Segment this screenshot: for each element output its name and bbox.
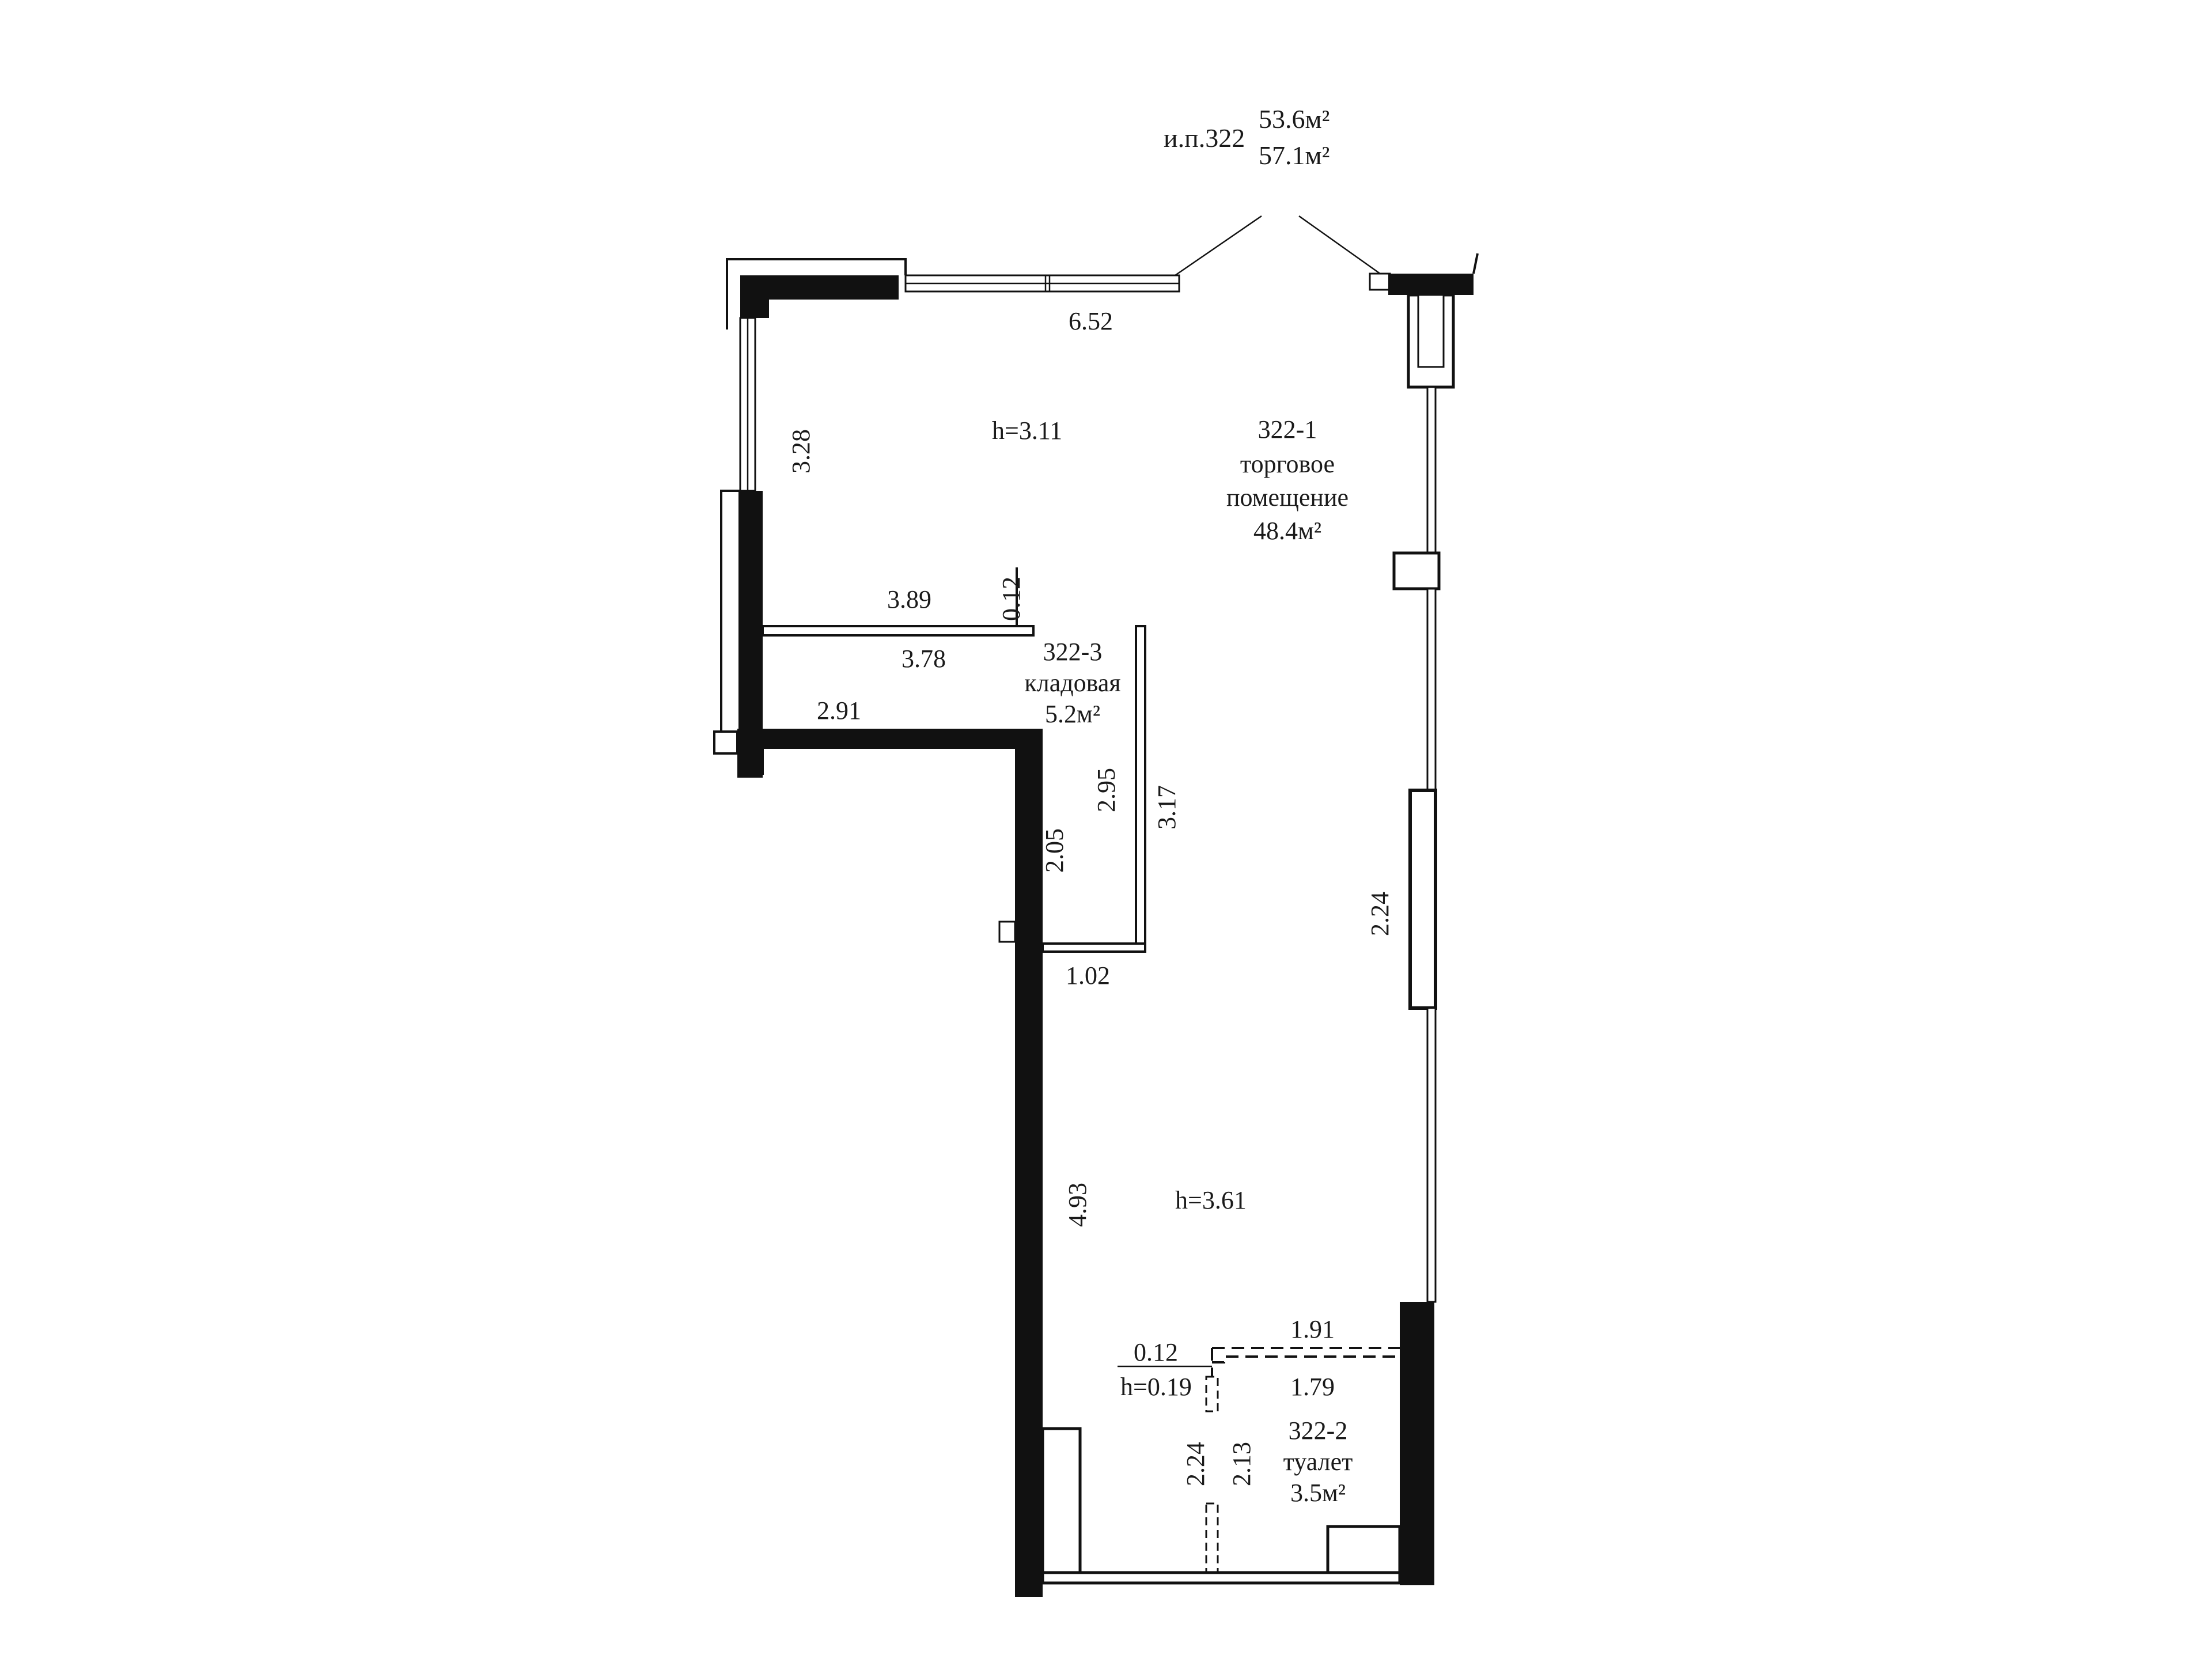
upper-height-label: h=3.11 xyxy=(992,416,1062,445)
lower-top-wall xyxy=(763,729,1043,749)
toilet-room-name: туалет xyxy=(1283,1448,1353,1476)
unit-area-2-label: 57.1м² xyxy=(1259,141,1330,170)
dim-toilet-inner: 1.79 xyxy=(1290,1373,1335,1401)
storage-room-area: 5.2м² xyxy=(1045,700,1100,728)
dim-partition-bottom: 3.78 xyxy=(902,645,946,673)
corridor-left-wall xyxy=(998,729,1043,1597)
step-height-label: h=0.19 xyxy=(1120,1373,1192,1401)
left-wall-upper xyxy=(720,490,763,734)
storage-room-code: 322-3 xyxy=(1043,638,1103,666)
right-exterior-wall xyxy=(1392,386,1441,1585)
dim-lower-top: 2.91 xyxy=(817,696,861,725)
toilet-room-code: 322-2 xyxy=(1289,1416,1348,1445)
lower-height-label: h=3.61 xyxy=(1175,1186,1247,1214)
storage-room-walls xyxy=(1041,625,1146,953)
dim-toilet-h2: 2.13 xyxy=(1228,1442,1256,1486)
door-swing-left xyxy=(1175,215,1262,276)
left-notch xyxy=(713,729,763,778)
sales-room-code: 322-1 xyxy=(1258,415,1317,444)
dim-toilet-thk: 0.12 xyxy=(1134,1338,1178,1366)
unit-code-label: и.п.322 xyxy=(1164,123,1245,153)
unit-area-1-label: 53.6м² xyxy=(1259,104,1330,134)
storage-room-name: кладовая xyxy=(1024,669,1120,697)
dim-storage-bottom: 1.02 xyxy=(1066,961,1110,990)
sales-room-name-1: торговое xyxy=(1240,450,1335,478)
dim-toilet-h1: 2.24 xyxy=(1181,1442,1210,1486)
dim-right-window: 2.24 xyxy=(1366,892,1394,936)
dim-lower-left: 4.93 xyxy=(1063,1183,1092,1227)
dim-partition-top: 3.89 xyxy=(887,585,931,613)
storage-partition-top xyxy=(762,567,1035,637)
left-window xyxy=(739,317,756,492)
dim-top-width: 6.52 xyxy=(1069,307,1113,335)
toilet-room-area: 3.5м² xyxy=(1290,1479,1346,1507)
door-swing-right xyxy=(1298,215,1383,276)
sales-room-name-2: помещение xyxy=(1226,483,1349,512)
toilet-room-walls xyxy=(1041,1347,1402,1585)
top-left-corner-wall xyxy=(726,258,907,329)
dim-left-wall: 3.28 xyxy=(787,429,815,474)
top-window xyxy=(904,274,1180,293)
top-right-corner-wall xyxy=(1369,253,1479,389)
dim-partition-thk: 0.12 xyxy=(997,577,1025,621)
dim-toilet-top: 1.91 xyxy=(1290,1315,1335,1343)
dim-corridor: 2.05 xyxy=(1040,828,1069,873)
dim-storage-outer: 3.17 xyxy=(1153,785,1181,830)
dim-storage-inner: 2.95 xyxy=(1092,768,1120,812)
sales-room-area: 48.4м² xyxy=(1253,517,1321,545)
